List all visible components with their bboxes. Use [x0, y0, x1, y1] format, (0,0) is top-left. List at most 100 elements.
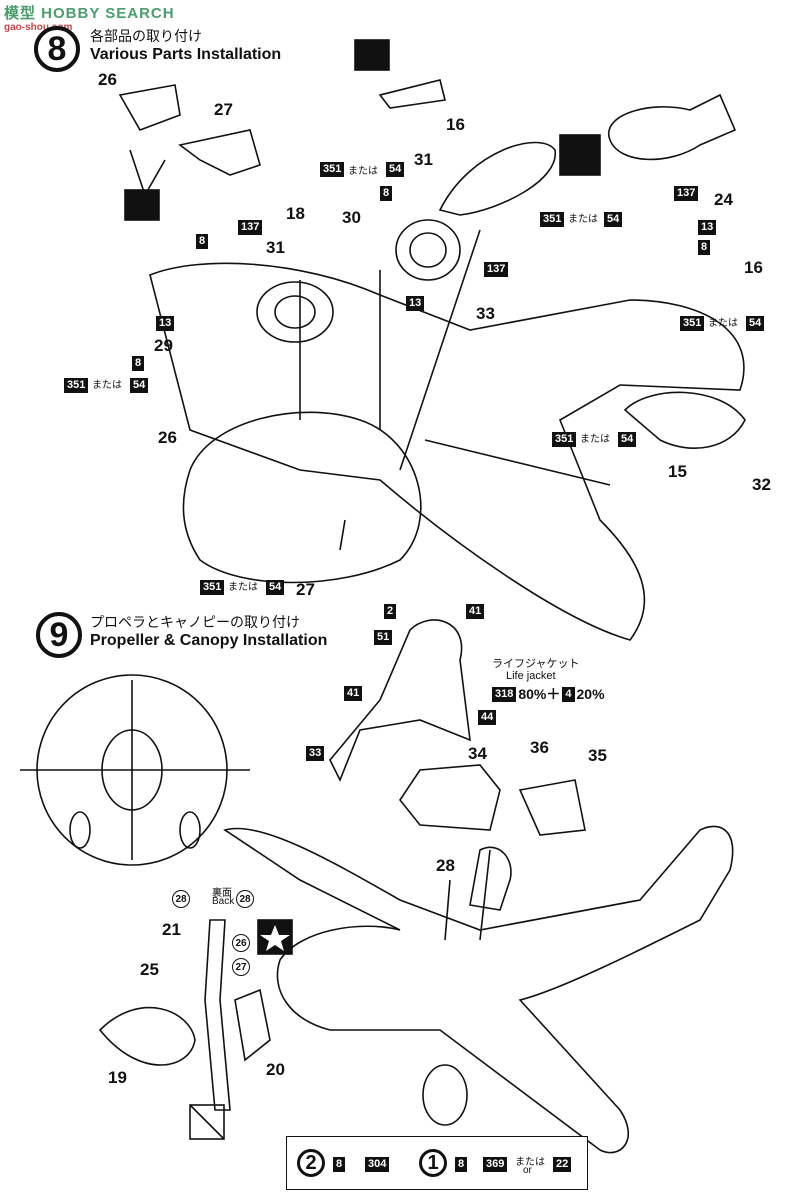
pilot-paint-44: 44 [478, 710, 497, 725]
part-18: 18 [286, 204, 305, 223]
paint-54-top: 54 [386, 162, 405, 177]
part-26-top: 26 [98, 70, 117, 89]
part-26-lower: 26 [158, 428, 177, 447]
paint-54-r2: 54 [746, 316, 765, 331]
mix-code-318: 318 [492, 686, 517, 702]
mix-code-4: 4 [562, 686, 575, 702]
canopy-34 [399, 764, 501, 831]
paint-351-r2: 351 [680, 316, 705, 331]
paint-54-mid: 54 [618, 432, 637, 447]
paint-137-left: 137 [238, 220, 263, 235]
stabilizer-32 [623, 391, 746, 449]
or-mid: または [580, 434, 610, 445]
part-36: 36 [530, 738, 549, 757]
life-jacket-jp: ライフジャケット [492, 658, 580, 670]
drop-tank [607, 93, 737, 161]
part-34: 34 [468, 744, 487, 763]
paint-8-lower: 8 [132, 356, 145, 371]
paint-54-bottom: 54 [266, 580, 285, 595]
legend-mata: または [515, 1157, 545, 1168]
paint-legend: 2 8 304 1 8 369 または or 22 [286, 1136, 588, 1190]
pilot-paint-41: 41 [466, 604, 485, 619]
step-8-title-jp: 各部品の取り付け [90, 28, 202, 44]
step-9-number: 9 [36, 612, 82, 658]
small-pilot-28 [469, 846, 512, 911]
legend-1-code-c: 22 [553, 1157, 572, 1172]
legend-1-code-b: 369 [483, 1157, 508, 1172]
part-15: 15 [668, 462, 687, 481]
part-32: 32 [752, 475, 771, 494]
part-25: 25 [140, 960, 159, 979]
part-27-lower: 27 [296, 580, 315, 599]
part-35: 35 [588, 746, 607, 765]
legend-symbol-2: 2 [297, 1149, 325, 1177]
life-jacket-en: Life jacket [506, 670, 556, 682]
aircraft-side-view [223, 825, 734, 1154]
or-bottom: または [228, 582, 258, 593]
part-16-right: 16 [744, 258, 763, 277]
pilot-figure [329, 619, 471, 782]
part-31-right: 31 [414, 150, 433, 169]
part-30: 30 [342, 208, 361, 227]
part-19: 19 [108, 1068, 127, 1087]
paint-13-left: 13 [156, 316, 175, 331]
legend-2-code-b: 304 [365, 1157, 390, 1172]
canopy-35 [518, 779, 586, 836]
paint-351-top: 351 [320, 162, 345, 177]
or-right: または [568, 214, 598, 225]
paint-54-left: 54 [130, 378, 149, 393]
decal-27: 27 [232, 958, 250, 976]
watermark-site: gao-shou.com [4, 22, 73, 33]
part-20: 20 [266, 1060, 285, 1079]
wheel-left [256, 281, 334, 343]
part-27-top: 27 [214, 100, 233, 119]
paint-8-left: 8 [196, 234, 209, 249]
paint-137-right: 137 [484, 262, 509, 277]
legend-2-code-a: 8 [333, 1157, 346, 1172]
fuselage-nose [182, 411, 422, 584]
wheel-main [422, 1064, 468, 1126]
propeller-blade [204, 919, 231, 1111]
pilot-paint-33: 33 [306, 746, 325, 761]
watermark-logo: 模型 HOBBY SEARCH [4, 5, 175, 22]
part-33-step8: 33 [476, 304, 495, 323]
part-24: 24 [714, 190, 733, 209]
part-16-top: 16 [446, 115, 465, 134]
paint-351-right: 351 [540, 212, 565, 227]
part-29: 29 [154, 336, 173, 355]
part-21: 21 [162, 920, 181, 939]
wheel-right [395, 219, 461, 281]
legend-or: or [523, 1165, 532, 1176]
spinner-back-20 [234, 988, 271, 1062]
back-en: Back [212, 896, 235, 907]
or-left: または [92, 380, 122, 391]
mix-pct-80: 80%＋ [518, 686, 561, 702]
decal-26: 26 [232, 934, 250, 952]
life-jacket-mix: 318 80%＋ 4 20% [492, 684, 605, 704]
paint-351-bottom: 351 [200, 580, 225, 595]
wing-outline [149, 262, 745, 641]
paint-351-left: 351 [64, 378, 89, 393]
paint-54-right: 54 [604, 212, 623, 227]
or-top: または [348, 166, 378, 177]
paint-13-right: 13 [698, 220, 717, 235]
pilot-paint-2: 2 [384, 604, 397, 619]
step-9-title-jp: プロペラとキャノピーの取り付け [90, 614, 300, 630]
paint-351-mid: 351 [552, 432, 577, 447]
part-28: 28 [436, 856, 455, 875]
pilot-paint-41b: 41 [344, 686, 363, 701]
paint-13-mid: 13 [406, 296, 425, 311]
legend-1-code-a: 8 [455, 1157, 468, 1172]
step-9-title-en: Propeller & Canopy Installation [90, 632, 328, 649]
pilot-paint-51: 51 [374, 630, 393, 645]
spinner-19 [98, 1006, 196, 1066]
mix-pct-20: 20% [576, 686, 605, 702]
gear-door [438, 141, 556, 216]
step-8-title-en: Various Parts Installation [90, 46, 282, 63]
back-jp: 裏面 [212, 888, 232, 899]
part-31-left: 31 [266, 238, 285, 257]
decal-28b: 28 [236, 890, 254, 908]
paint-8-right: 8 [698, 240, 711, 255]
or-r2: または [708, 318, 738, 329]
